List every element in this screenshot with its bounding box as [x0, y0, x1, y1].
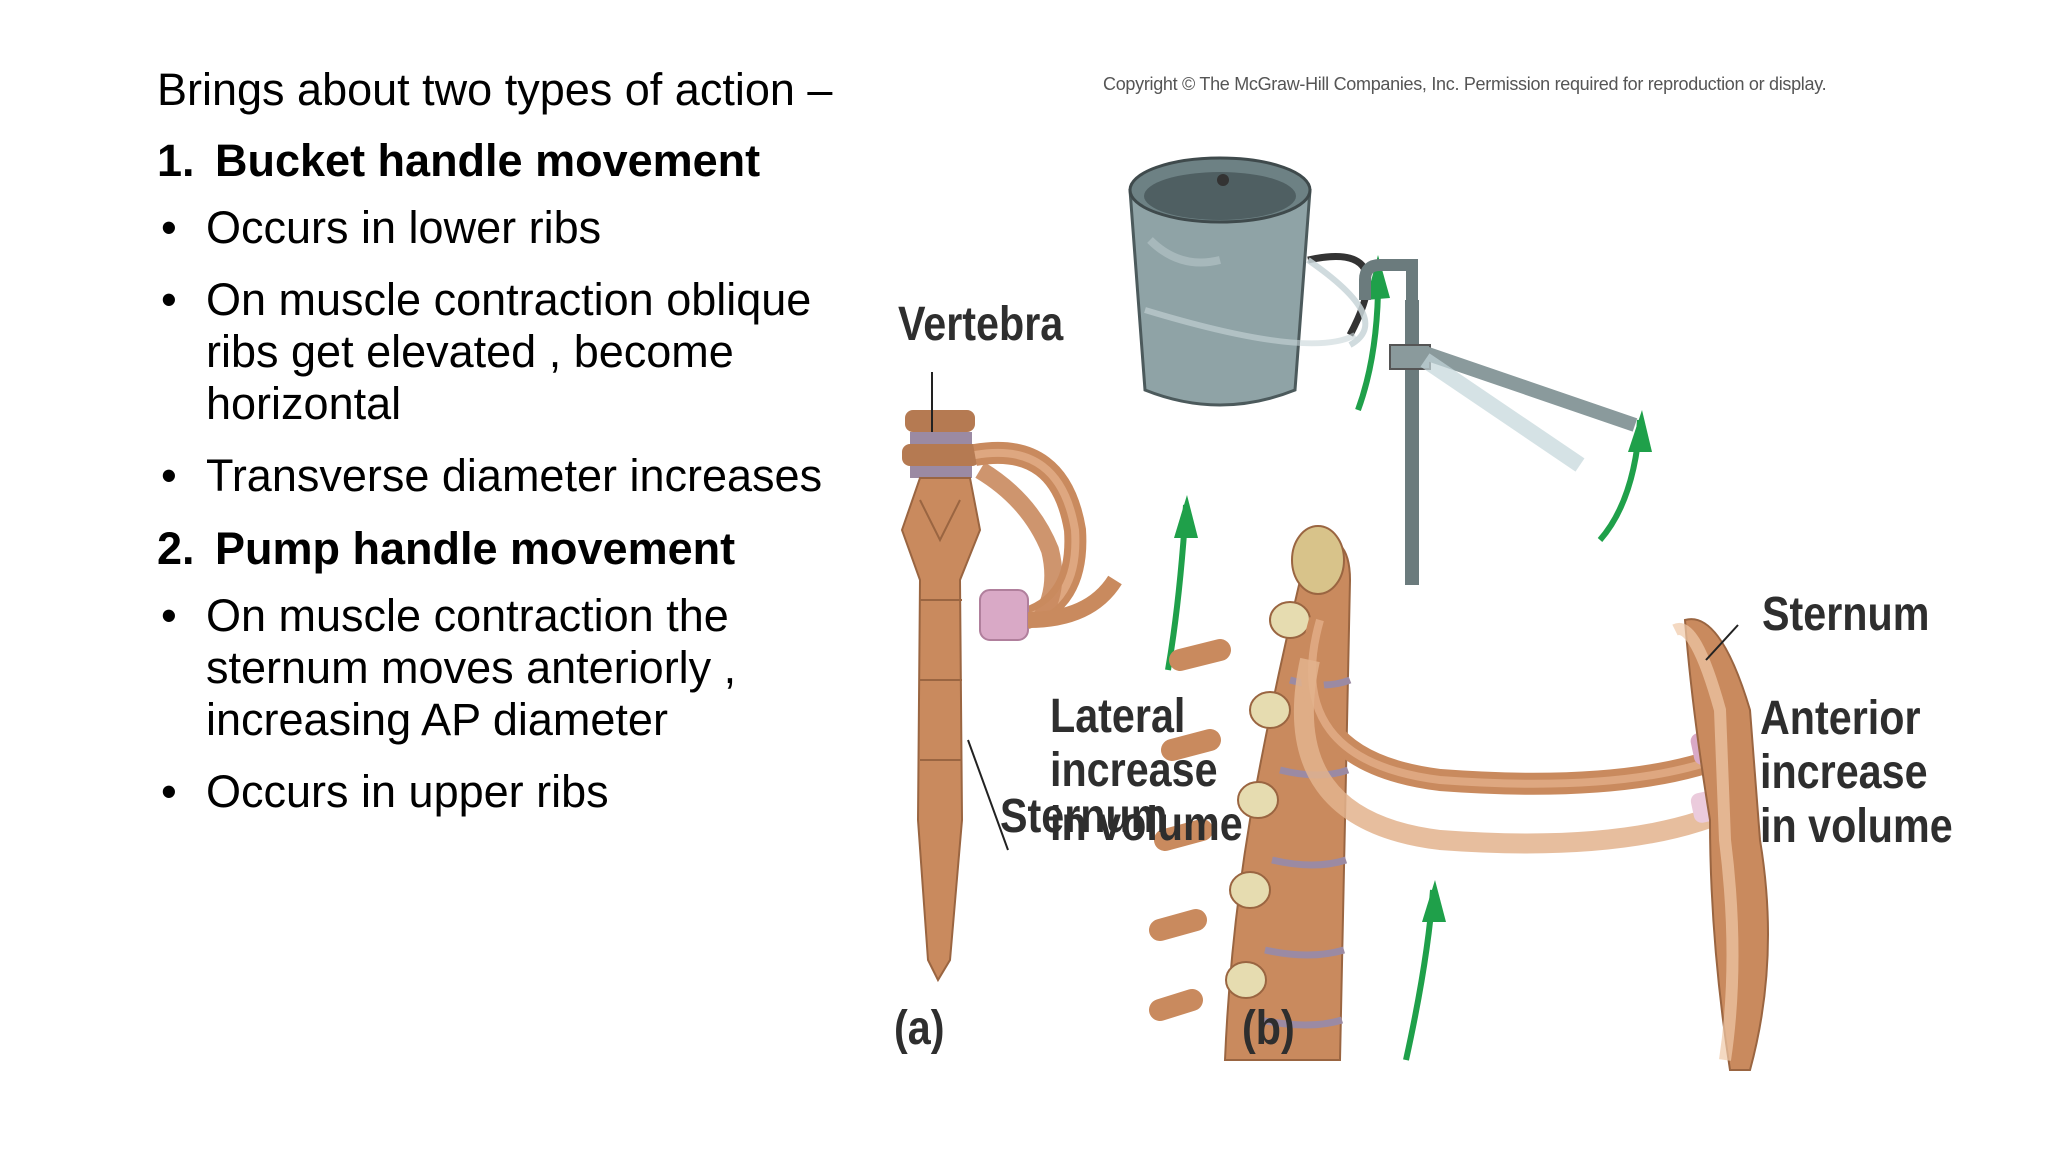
bullet-text: Occurs in upper ribs	[206, 766, 609, 817]
arrow-anterior-icon	[1403, 880, 1446, 1061]
label-lateral-1: Lateral	[1050, 690, 1186, 743]
bullet-text: On muscle contraction the sternum moves …	[206, 590, 737, 745]
bullet-text: Transverse diameter increases	[206, 450, 823, 501]
bullet-glyph: •	[161, 590, 177, 641]
label-lateral-3: in volume	[1050, 798, 1243, 851]
section-2-heading: 2. Pump handle movement	[157, 522, 857, 576]
bullet-item: • On muscle contraction oblique ribs get …	[157, 274, 857, 430]
label-anterior-3: in volume	[1760, 800, 1953, 853]
section-2-number: 2.	[157, 523, 195, 574]
section-1-bullets: • Occurs in lower ribs • On muscle contrac…	[157, 202, 857, 502]
bullet-glyph: •	[161, 202, 177, 253]
arrow-pump-icon	[1597, 410, 1652, 542]
section-1-number: 1.	[157, 135, 195, 186]
bullet-item: • On muscle contraction the sternum moves…	[157, 590, 857, 746]
panel-b-ribs	[1293, 616, 1745, 854]
rib-movement-illustration	[900, 156, 1769, 1071]
label-sternum-b: Sternum	[1762, 588, 1930, 641]
bullet-text: On muscle contraction oblique ribs get e…	[206, 274, 812, 429]
label-anterior-2: increase	[1760, 746, 1928, 799]
rib-movement-figure: Copyright © The McGraw-Hill Companies, I…	[880, 60, 2020, 1100]
label-lateral-2: increase	[1050, 744, 1218, 797]
section-1-heading: 1. Bucket handle movement	[157, 134, 857, 188]
arrow-bucket-icon	[1355, 255, 1390, 412]
bullet-glyph: •	[161, 766, 177, 817]
intro-text: Brings about two types of action –	[157, 64, 833, 115]
label-vertebra: Vertebra	[898, 298, 1064, 351]
section-2-bullets: • On muscle contraction the sternum moves…	[157, 590, 857, 818]
bullet-glyph: •	[161, 274, 177, 325]
panel-a-ribcage	[900, 372, 1122, 983]
bucket-icon	[1128, 156, 1371, 407]
label-panel-b: (b)	[1242, 1002, 1295, 1055]
label-anterior-1: Anterior	[1760, 692, 1921, 745]
label-sternum-a: Sternum	[1000, 790, 1168, 843]
arrow-lateral-icon	[1165, 495, 1198, 671]
bullet-item: • Transverse diameter increases	[157, 450, 857, 502]
bullet-item: • Occurs in upper ribs	[157, 766, 857, 818]
bullet-text: Occurs in lower ribs	[206, 202, 602, 253]
pump-handle-icon	[1359, 259, 1638, 585]
copyright-notice: Copyright © The McGraw-Hill Companies, I…	[1103, 74, 1827, 94]
section-2-title: Pump handle movement	[215, 523, 736, 574]
section-1-title: Bucket handle movement	[215, 135, 761, 186]
bullet-glyph: •	[161, 450, 177, 501]
panel-b-sternum	[1672, 618, 1769, 1071]
bullet-item: • Occurs in lower ribs	[157, 202, 857, 254]
label-panel-a: (a)	[894, 1002, 945, 1055]
text-panel: Brings about two types of action – 1. Bu…	[157, 64, 857, 838]
